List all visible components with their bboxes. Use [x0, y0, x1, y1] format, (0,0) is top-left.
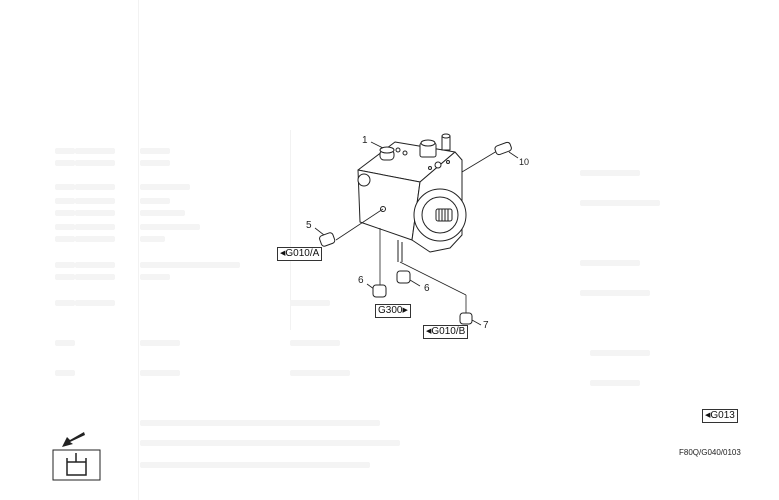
callout-6a: 6 — [358, 275, 364, 286]
ref-g300[interactable]: G300▶ — [375, 304, 411, 318]
arrow-left-icon: ◀ — [280, 250, 286, 257]
arrow-left-icon: ◀ — [426, 328, 432, 335]
callout-1: 1 — [362, 135, 368, 146]
legend-arrow-icon — [62, 432, 85, 447]
fitting-10 — [494, 141, 512, 156]
arrow-right-icon: ▶ — [402, 307, 408, 314]
tank-reservoir-icon — [52, 449, 101, 481]
fitting-6b — [396, 270, 411, 284]
arrow-left-icon: ◀ — [705, 412, 711, 419]
callout-10: 10 — [519, 157, 530, 167]
fitting-5 — [319, 232, 336, 247]
ref-g010a[interactable]: ◀G010/A — [277, 247, 323, 261]
ref-g013[interactable]: ◀G013 — [702, 409, 738, 423]
pump-body — [357, 133, 467, 262]
callout-5: 5 — [306, 220, 312, 231]
callout-7: 7 — [483, 320, 489, 331]
document-id: F80Q/G040/0103 — [679, 448, 741, 457]
callout-6b: 6 — [424, 283, 430, 294]
fitting-7 — [459, 312, 473, 325]
fitting-6a — [372, 284, 387, 298]
ref-g010b[interactable]: ◀G010/B — [423, 325, 469, 339]
